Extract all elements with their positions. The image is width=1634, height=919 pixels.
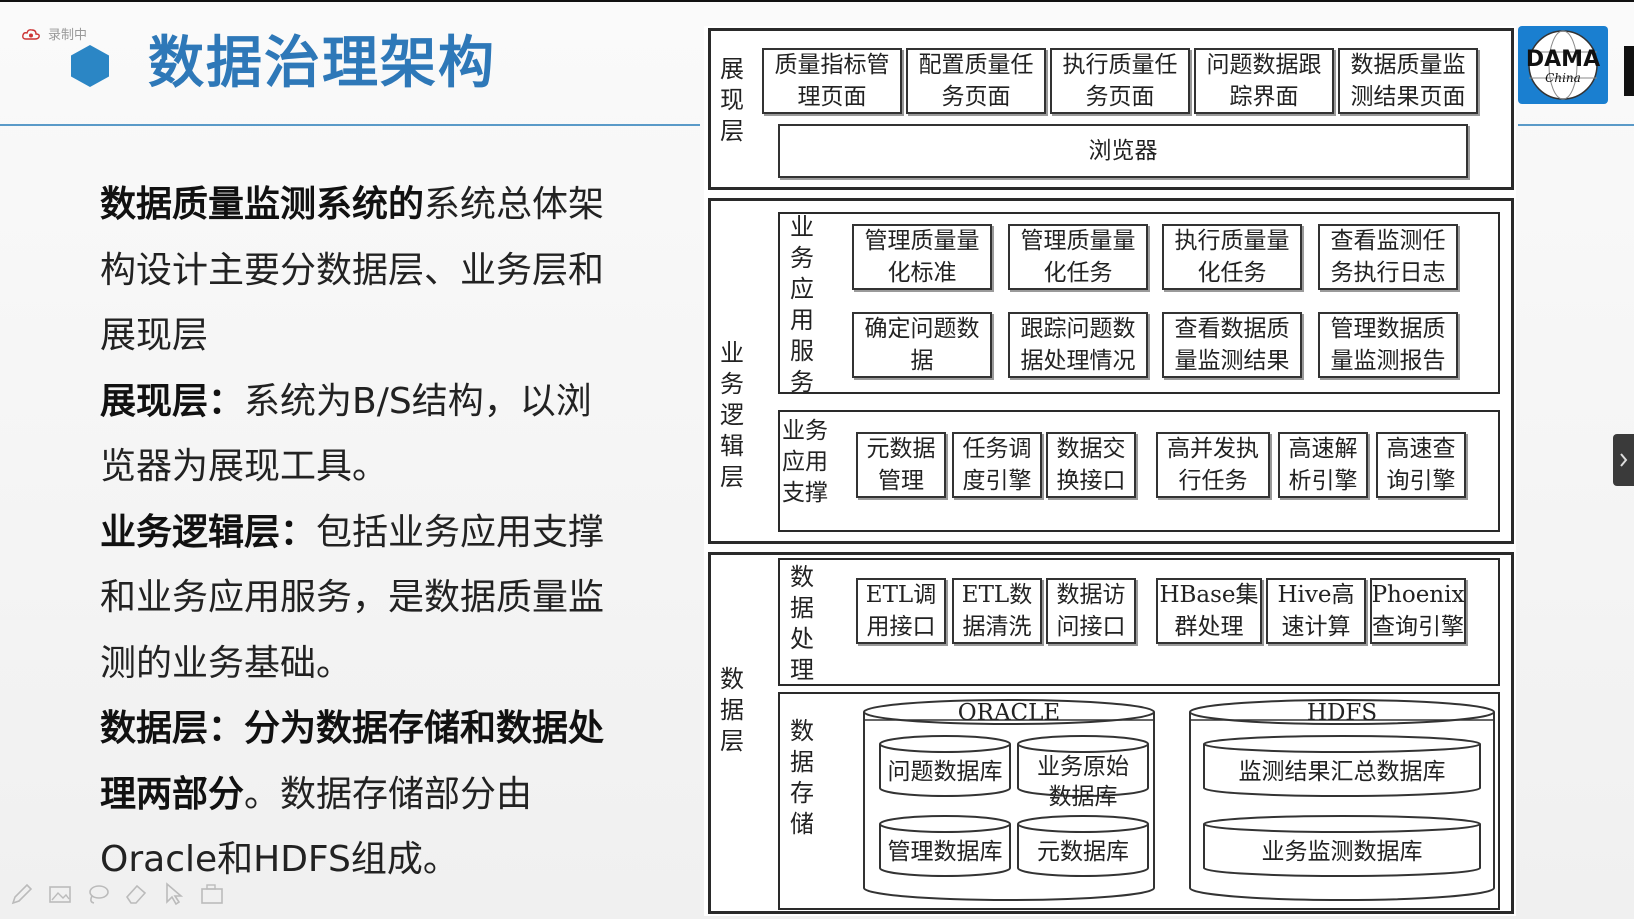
database-cylinder (879, 815, 1011, 877)
processing-box: ETL数据清洗 (952, 578, 1042, 644)
database-cylinder (1203, 815, 1481, 877)
lasso-icon[interactable] (86, 882, 110, 906)
presentation-page-box: 问题数据跟踪界面 (1194, 48, 1334, 114)
side-panel-toggle[interactable] (1613, 434, 1634, 486)
architecture-diagram: 展现层 质量指标管理页面配置质量任务页面执行质量任务页面问题数据跟踪界面数据质量… (704, 26, 1516, 916)
service-box: 执行质量量化任务 (1162, 224, 1302, 290)
paragraph-text: 。数据存储部分由Oracle和HDFS组成。 (100, 773, 533, 881)
annotation-toolbar (10, 882, 224, 906)
service-box: 查看监测任务执行日志 (1318, 224, 1458, 290)
window-edge (1624, 46, 1634, 96)
support-label: 业务应用支撑 (782, 418, 828, 506)
paragraph-text: 系统总体架构设计主要分数据层、业务层和展现层 (100, 184, 605, 356)
database-cylinder (1017, 735, 1149, 797)
paragraph-data: 数据层：分为数据存储和数据处理两部分。数据存储部分由Oracle和HDFS组成。 (50, 696, 610, 893)
title-divider (0, 124, 700, 126)
support-box: 数据交换接口 (1046, 432, 1136, 498)
support-box: 元数据管理 (856, 432, 946, 498)
recording-indicator[interactable]: 录制中 (22, 24, 87, 43)
pen-icon[interactable] (10, 882, 34, 906)
globe-icon: DAMA China (1526, 30, 1600, 100)
colon: ： (208, 708, 245, 749)
service-box: 管理质量量化任务 (1008, 224, 1148, 290)
database-label: 业务原始数据库 (1037, 754, 1129, 810)
colon: ： (208, 380, 245, 422)
database-cylinder (879, 735, 1011, 797)
body-text: 数据质量监测系统的系统总体架构设计主要分数据层、业务层和展现层 展现层：系统为B… (50, 172, 610, 893)
processing-box: Phoenix查询引擎 (1370, 578, 1466, 644)
paragraph-presentation: 展现层：系统为B/S结构，以浏览器为展现工具。 (50, 369, 610, 500)
eraser-icon[interactable] (124, 882, 148, 906)
processing-box: Hive高速计算 (1266, 578, 1366, 644)
camera-icon[interactable] (200, 882, 224, 906)
presentation-layer-label: 展现层 (720, 55, 744, 145)
processing-box: 数据访问接口 (1046, 578, 1136, 644)
hdfs-title: HDFS (1306, 700, 1378, 726)
dama-logo: DAMA China (1518, 26, 1608, 104)
title-divider-right (1518, 124, 1634, 126)
chevron-right-icon (1620, 453, 1628, 467)
bold-phrase: 数据质量监测系统的 (100, 184, 425, 225)
top-border (0, 0, 1634, 2)
paragraph-text: 包括业务应用支撑和业务应用服务，是数据质量监测的业务基础。 (100, 511, 605, 684)
service-box: 确定问题数据 (852, 312, 992, 378)
oracle-title: ORACLE (957, 700, 1061, 726)
database-label: 监测结果汇总数据库 (1238, 759, 1446, 785)
database-cylinder (1203, 735, 1481, 797)
recording-label: 录制中 (48, 28, 88, 43)
database-label: 业务监测数据库 (1261, 839, 1423, 865)
database-cylinder (1017, 815, 1149, 877)
cloud-record-icon (22, 28, 40, 40)
presentation-page-box: 质量指标管理页面 (762, 48, 902, 114)
browser-box: 浏览器 (778, 124, 1468, 178)
paragraph-overview: 数据质量监测系统的系统总体架构设计主要分数据层、业务层和展现层 (50, 172, 610, 369)
presentation-page-box: 数据质量监测结果页面 (1338, 48, 1478, 114)
service-box: 管理质量量化标准 (852, 224, 992, 290)
processing-box: HBase集群处理 (1156, 578, 1262, 644)
bold-phrase: 展现层 (100, 380, 209, 422)
bold-phrase: 业务逻辑层 (100, 511, 281, 553)
service-box: 查看数据质量监测结果 (1162, 312, 1302, 378)
pointer-icon[interactable] (162, 882, 186, 906)
support-box: 高并发执行任务 (1156, 432, 1270, 498)
database-label: 管理数据库 (887, 839, 1003, 865)
database-label: 元数据库 (1037, 839, 1129, 865)
service-box: 管理数据质量监测报告 (1318, 312, 1458, 378)
paragraph-business: 业务逻辑层：包括业务应用支撑和业务应用服务，是数据质量监测的业务基础。 (50, 500, 610, 697)
image-icon[interactable] (48, 882, 72, 906)
data-layer-label: 数据层 (720, 665, 744, 755)
business-layer-label: 业务逻辑层 (720, 339, 744, 491)
presentation-page-box: 配置质量任务页面 (906, 48, 1046, 114)
paragraph-text: 系统为B/S结构，以浏览器为展现工具。 (100, 380, 592, 488)
support-box: 任务调度引擎 (952, 432, 1042, 498)
logo-main-text: DAMA (1526, 47, 1600, 72)
hexagon-icon (71, 45, 109, 87)
storage-label: 数据存储 (790, 717, 814, 838)
processing-label: 数据处理 (790, 563, 814, 684)
bold-phrase: 数据层 (100, 708, 209, 749)
presentation-page-box: 执行质量任务页面 (1050, 48, 1190, 114)
page-title: 数据治理架构 (148, 31, 496, 96)
support-box: 高速解析引擎 (1278, 432, 1368, 498)
service-box: 跟踪问题数据处理情况 (1008, 312, 1148, 378)
bold-phrase: 分为数据存储和数据处理两部分 (100, 708, 605, 815)
logo-sub-text: China (1545, 71, 1581, 85)
colon: ： (280, 511, 317, 553)
processing-box: ETL调用接口 (856, 578, 946, 644)
service-label: 业务应用服务 (790, 213, 814, 396)
database-label: 问题数据库 (887, 759, 1003, 785)
support-box: 高速查询引擎 (1376, 432, 1466, 498)
